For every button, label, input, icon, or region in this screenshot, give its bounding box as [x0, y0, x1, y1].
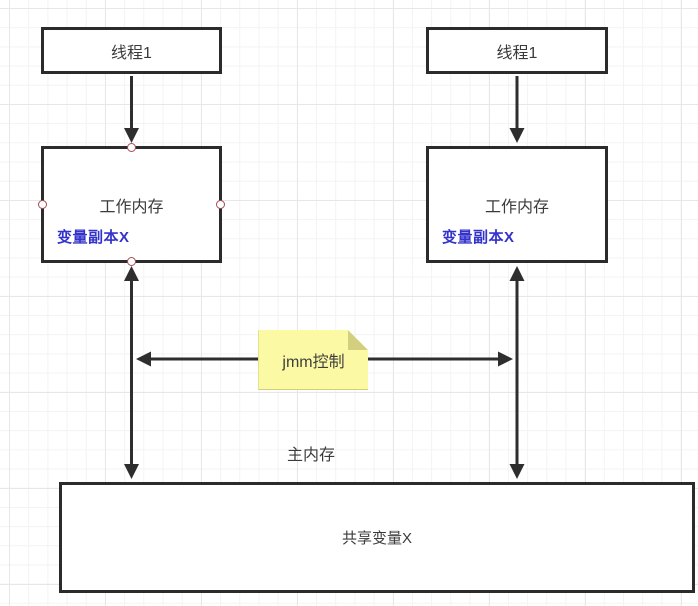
node-working-memory-right[interactable]: 工作内存 变量副本X [426, 146, 608, 263]
connection-point-right[interactable] [216, 200, 225, 209]
jmm-control-note[interactable]: jmm控制 [258, 330, 368, 390]
shared-variable-label: 共享变量X [341, 530, 412, 547]
node-thread1-left[interactable]: 线程1 [41, 27, 222, 74]
connection-point-top[interactable] [127, 143, 136, 152]
variable-copy-right-label: 变量副本X [442, 229, 515, 246]
connection-point-bottom[interactable] [127, 257, 136, 266]
node-thread1-right[interactable]: 线程1 [426, 27, 608, 74]
node-working-memory-right-title: 工作内存 [484, 198, 549, 216]
variable-copy-left-label: 变量副本X [57, 229, 130, 246]
node-thread1-right-label: 线程1 [496, 44, 538, 62]
connection-point-left[interactable] [38, 200, 47, 209]
node-shared-variable[interactable]: 共享变量X [59, 482, 695, 593]
node-working-memory-left[interactable]: 工作内存 变量副本X [38, 143, 225, 266]
node-working-memory-left-title: 工作内存 [99, 198, 164, 216]
main-memory-label[interactable]: 主内存 [287, 447, 336, 464]
jmm-control-note-label: jmm控制 [282, 353, 345, 371]
node-thread1-left-label: 线程1 [111, 44, 152, 62]
